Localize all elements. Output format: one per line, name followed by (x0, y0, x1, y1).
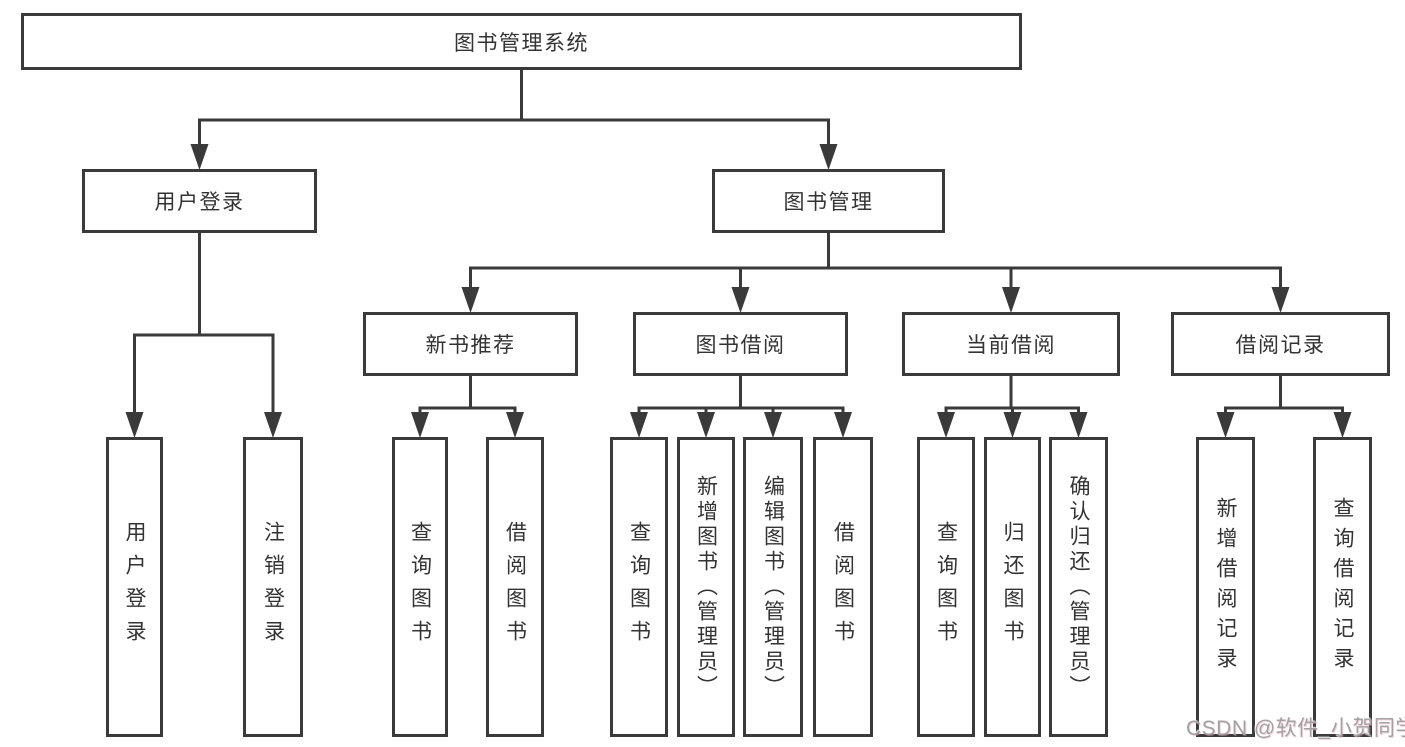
arrowhead-rec-borrow-book (506, 412, 524, 438)
arrowhead-logout-leaf (264, 412, 282, 438)
arrowhead-rec-query-book (411, 412, 429, 438)
node-br-add-record: 新增借阅记录 (1196, 437, 1255, 737)
arrowhead-current-borrow (1002, 287, 1020, 313)
node-root: 图书管理系统 (21, 13, 1022, 70)
arrowhead-login-leaf (125, 412, 144, 438)
arrowhead-bb-add-book (697, 412, 715, 438)
node-bb-borrow-book: 借阅图书 (813, 437, 873, 737)
arrowhead-bb-query-book (630, 412, 648, 438)
node-logout-leaf: 注销登录 (243, 437, 303, 737)
node-current-borrow: 当前借阅 (902, 312, 1120, 376)
node-bb-edit-book: 编辑图书（管理员） (743, 437, 803, 737)
node-login-leaf: 用户登录 (106, 437, 163, 737)
arrowhead-cb-query-book (937, 412, 955, 438)
arrowhead-cb-confirm-return (1069, 412, 1088, 438)
node-new-book-rec: 新书推荐 (363, 312, 578, 376)
node-cb-confirm-return: 确认归还（管理员） (1049, 437, 1108, 737)
node-user-login: 用户登录 (82, 169, 317, 233)
arrowhead-book-borrow (731, 287, 750, 313)
node-br-query-record: 查询借阅记录 (1313, 437, 1372, 737)
node-bb-query-book: 查询图书 (610, 437, 668, 737)
arrowhead-cb-return-book (1003, 412, 1022, 438)
arrowhead-new-book-rec (461, 287, 480, 313)
arrowhead-user-login (190, 144, 209, 170)
arrowhead-borrow-records (1271, 287, 1290, 313)
node-borrow-records: 借阅记录 (1171, 312, 1390, 376)
node-rec-borrow-book: 借阅图书 (486, 437, 544, 737)
node-cb-query-book: 查询图书 (917, 437, 975, 737)
arrowhead-br-add-record (1216, 412, 1235, 438)
arrowhead-br-query-record (1333, 412, 1352, 438)
node-cb-return-book: 归还图书 (984, 437, 1041, 737)
node-rec-query-book: 查询图书 (392, 437, 448, 737)
arrowhead-book-mgmt (819, 144, 838, 170)
arrowhead-bb-borrow-book (834, 412, 852, 438)
node-book-mgmt: 图书管理 (712, 169, 945, 233)
node-book-borrow: 图书借阅 (633, 312, 848, 376)
watermark-text: CSDN @软件_小贺同学 (1186, 717, 1405, 740)
arrowhead-bb-edit-book (764, 412, 782, 438)
node-bb-add-book: 新增图书（管理员） (677, 437, 735, 737)
